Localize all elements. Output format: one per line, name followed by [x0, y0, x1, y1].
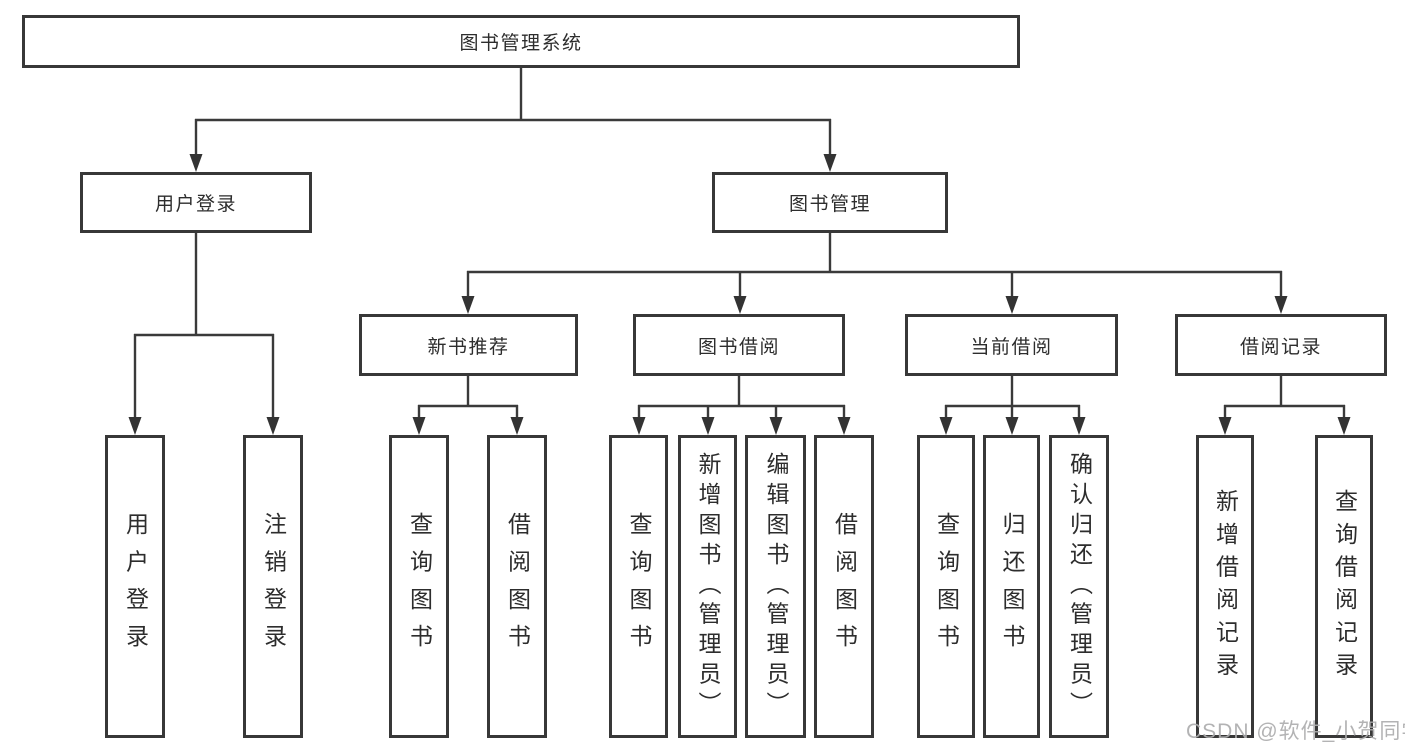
leaf-label: 借阅图书 — [831, 511, 858, 662]
leaf-label: 编辑图书（管理员） — [763, 451, 789, 722]
leaf-query-books-recommend: 查询图书 — [389, 435, 449, 738]
node-book-borrowing: 图书借阅 — [633, 314, 845, 376]
leaf-label: 归还图书 — [999, 511, 1025, 662]
node-book-management-module: 图书管理 — [712, 172, 948, 233]
leaf-borrow-books-recommend: 借阅图书 — [487, 435, 547, 738]
node-label: 图书管理系统 — [459, 33, 583, 54]
node-user-login-module: 用户登录 — [80, 172, 312, 233]
leaf-borrow-books: 借阅图书 — [814, 435, 874, 738]
node-system-root: 图书管理系统 — [22, 15, 1020, 68]
leaf-query-books-borrowing: 查询图书 — [609, 435, 668, 738]
leaf-return-books: 归还图书 — [983, 435, 1040, 738]
leaf-query-books-current: 查询图书 — [917, 435, 975, 738]
node-label: 用户登录 — [154, 194, 237, 215]
node-borrowing-records: 借阅记录 — [1175, 314, 1387, 376]
leaf-label: 查询图书 — [406, 511, 433, 662]
node-current-borrowing: 当前借阅 — [905, 314, 1118, 376]
leaf-label: 用户登录 — [122, 511, 149, 662]
node-label: 图书借阅 — [697, 336, 780, 358]
leaf-add-books-admin: 新增图书（管理员） — [678, 435, 737, 738]
leaf-label: 新增借阅记录 — [1212, 488, 1239, 685]
connector-new-book-rec-to-children — [412, 375, 524, 435]
leaf-label: 新增图书（管理员） — [695, 451, 721, 722]
connector-book-mgmt-to-level3 — [461, 232, 1288, 314]
leaf-label: 查询借阅记录 — [1331, 488, 1358, 685]
node-label: 新书推荐 — [427, 336, 510, 358]
leaf-label: 借阅图书 — [504, 511, 531, 662]
leaf-label: 确认归还（管理员） — [1066, 451, 1093, 722]
node-label: 借阅记录 — [1239, 336, 1322, 358]
leaf-logout: 注销登录 — [243, 435, 303, 738]
connector-borrow-records-to-children — [1218, 375, 1351, 435]
node-label: 当前借阅 — [970, 336, 1053, 358]
leaf-add-borrow-record: 新增借阅记录 — [1196, 435, 1254, 738]
leaf-edit-books-admin: 编辑图书（管理员） — [745, 435, 806, 738]
leaf-label: 查询图书 — [626, 511, 652, 662]
csdn-watermark: CSDN @软件_小贺同学 — [1186, 720, 1405, 743]
node-label: 图书管理 — [788, 194, 871, 215]
connector-user-login-to-children — [128, 232, 280, 435]
node-new-book-recommend: 新书推荐 — [359, 314, 578, 376]
leaf-query-borrow-record: 查询借阅记录 — [1315, 435, 1373, 738]
leaf-label: 注销登录 — [260, 511, 287, 662]
connector-root-to-level2 — [189, 67, 837, 172]
connector-current-borrow-to-children — [939, 375, 1086, 435]
leaf-label: 查询图书 — [933, 511, 960, 662]
leaf-confirm-return-admin: 确认归还（管理员） — [1049, 435, 1109, 738]
leaf-user-login: 用户登录 — [105, 435, 165, 738]
connector-book-borrow-to-children — [632, 375, 851, 435]
